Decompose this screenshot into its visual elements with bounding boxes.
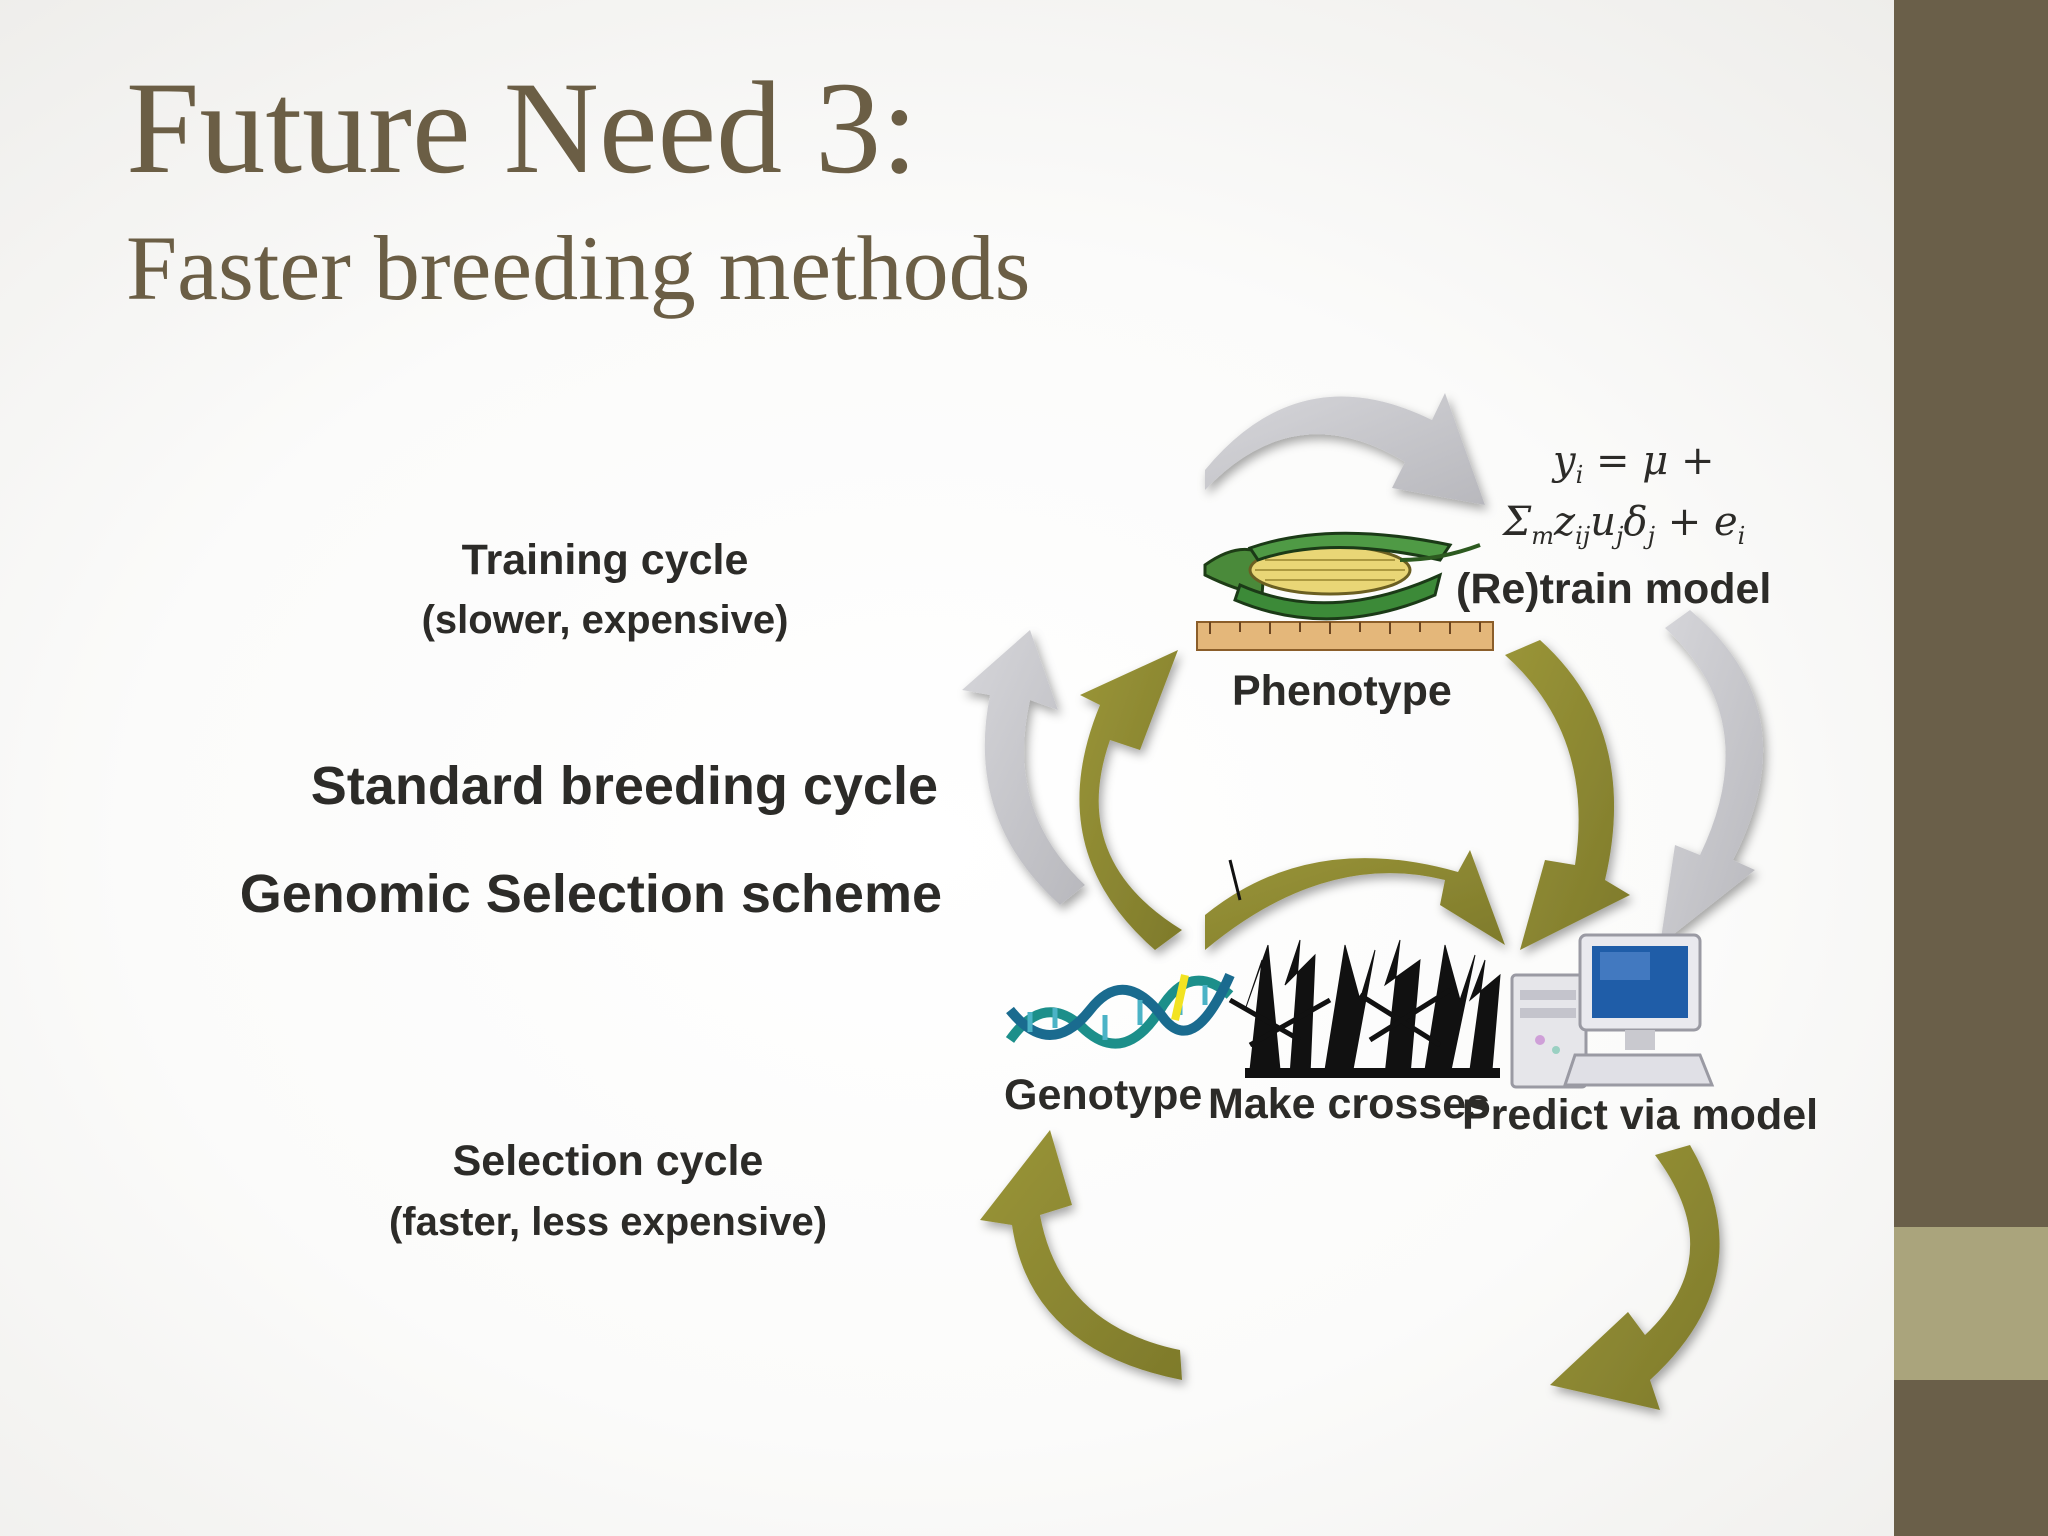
selection-arrow-bottom-left <box>980 1130 1182 1380</box>
phenotype-label: Phenotype <box>1232 667 1452 715</box>
corn-cob-icon <box>1203 531 1481 621</box>
predict-via-model-label: Predict via model <box>1462 1091 1819 1139</box>
model-formula-line2: Σmzijujδj + ei <box>1503 502 1745 548</box>
slide-title: Future Need 3: <box>126 54 918 201</box>
formula-line1-text: yi = μ + <box>1553 438 1715 489</box>
genomic-scheme-legend: Genomic Selection scheme <box>239 864 942 924</box>
selection-arrow-phenotype-up <box>1079 650 1182 950</box>
sidebar-accent-band <box>1894 1227 2048 1380</box>
retrain-model-label: (Re)train model <box>1456 565 1772 613</box>
training-arrow-left <box>962 630 1085 905</box>
slide-subtitle: Faster breeding methods <box>126 217 1031 319</box>
formula-line2-text: Σmzijujδj + ei <box>1503 499 1746 550</box>
selection-cycle-note: (faster, less expensive) <box>388 1200 828 1244</box>
training-arrow-top <box>1205 393 1485 505</box>
training-cycle-note: (slower, expensive) <box>421 598 789 642</box>
training-arrow-right <box>1660 610 1764 945</box>
training-cycle-arrows <box>962 393 1764 945</box>
standard-cycle-legend: Standard breeding cycle <box>310 756 938 816</box>
selection-arrow-bottom-right <box>1550 1145 1720 1410</box>
training-cycle-title: Training cycle <box>461 536 749 584</box>
model-formula-line1: yi = μ + <box>1553 441 1714 487</box>
selection-cycle-legend: Selection cycle (faster, less expensive) <box>358 1130 858 1252</box>
selection-arrow-crosses <box>1205 850 1505 950</box>
corn-plants-icon <box>1228 859 1501 1078</box>
genotype-label: Genotype <box>1004 1071 1203 1119</box>
dna-helix-icon <box>1005 972 1235 1049</box>
make-crosses-label: Make crosses <box>1208 1080 1491 1128</box>
selection-cycle-title: Selection cycle <box>452 1137 764 1185</box>
computer-icon <box>1510 933 1715 1089</box>
ruler-icon <box>1196 621 1494 651</box>
selection-cycle-arrows <box>980 640 1720 1410</box>
selection-arrow-to-predict <box>1505 640 1630 950</box>
training-cycle-legend: Training cycle (slower, expensive) <box>390 528 820 648</box>
